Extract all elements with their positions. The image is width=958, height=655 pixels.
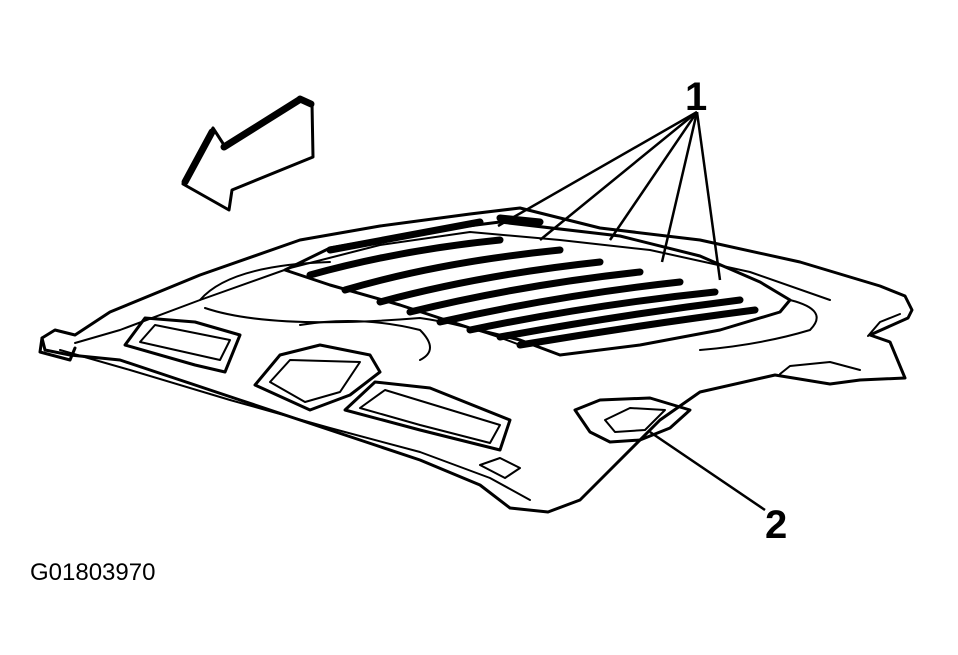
dome-lamp	[573, 396, 692, 444]
overhead-console-openings	[123, 316, 521, 479]
headliner-panel	[38, 206, 914, 514]
callout-1-label: 1	[685, 75, 707, 119]
figure-id: G01803970	[30, 559, 155, 586]
callout-2-leader	[649, 430, 766, 512]
front-direction-arrow-icon	[181, 95, 315, 212]
callout-1-leaders	[497, 110, 722, 281]
callout-2-label: 2	[765, 503, 787, 547]
sunshade-ribs	[306, 214, 759, 349]
